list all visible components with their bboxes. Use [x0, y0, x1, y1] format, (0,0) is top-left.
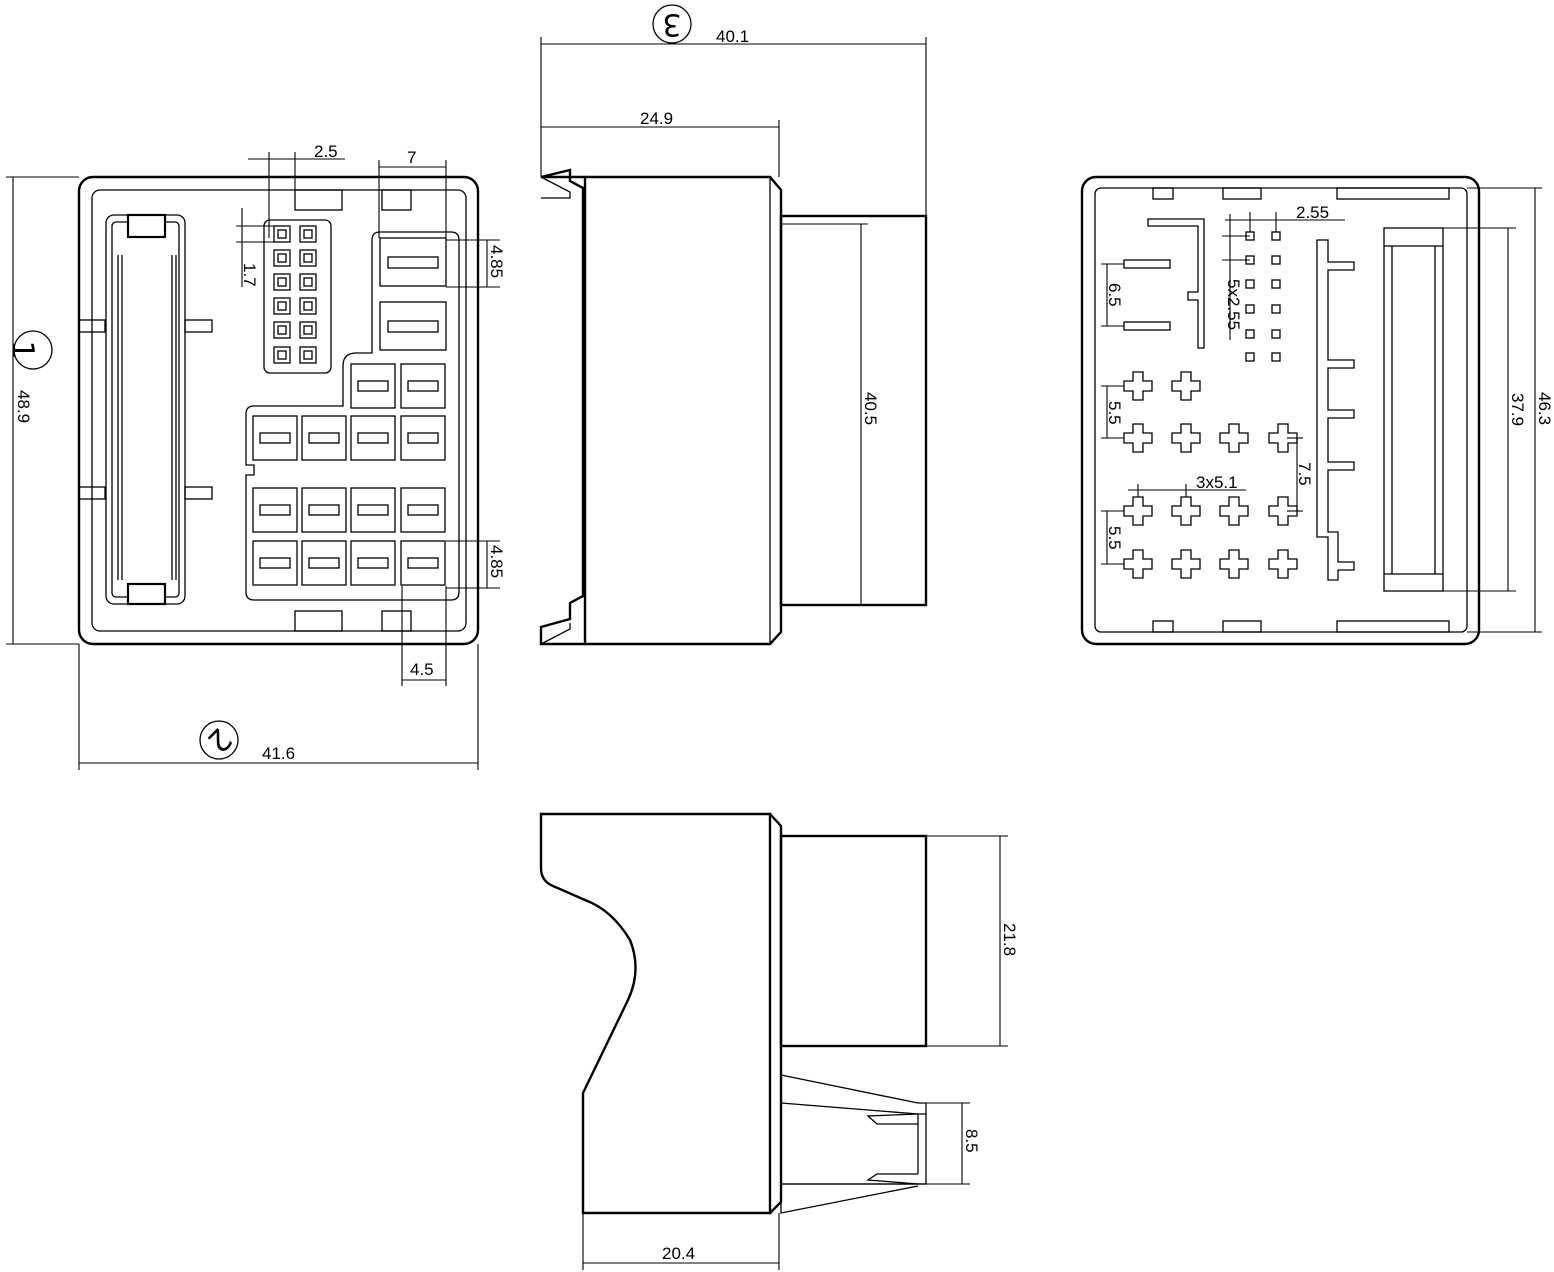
dim-21-8: 21.8 [1000, 923, 1019, 956]
dim-7-5: 7.5 [1295, 462, 1314, 486]
bottom-view: 21.8 8.5 20.4 [539, 812, 1019, 1270]
dim-5x2-55: 5x2.55 [1224, 279, 1243, 330]
view-marker-1: 1 [5, 340, 40, 359]
dim-1-7: 1.7 [240, 263, 259, 287]
dim-5-5-top: 5.5 [1105, 401, 1124, 425]
dim-46-3: 46.3 [1535, 392, 1554, 425]
dim-2-55: 2.55 [1296, 203, 1329, 222]
dim-8-5: 8.5 [962, 1129, 981, 1153]
dim-40-5: 40.5 [861, 392, 880, 425]
dim-7: 7 [407, 148, 416, 167]
front-view: 2.5 7 1.7 4.85 48.9 4.85 4.5 41.6 1 2 [5, 142, 506, 770]
dim-4-85-bottom: 4.85 [487, 545, 506, 578]
dim-2-5: 2.5 [314, 142, 338, 161]
dim-5-5-bottom: 5.5 [1105, 526, 1124, 550]
dim-3x5-1: 3x5.1 [1196, 473, 1238, 492]
view-marker-3: 3 [662, 7, 681, 42]
dim-41-6: 41.6 [262, 744, 295, 763]
side-view: 3 40.1 24.9 40.5 [539, 4, 928, 646]
dim-37-9: 37.9 [1508, 393, 1527, 426]
dim-48-9: 48.9 [14, 390, 33, 423]
dim-40-1: 40.1 [716, 27, 749, 46]
rear-view: 2.55 5x2.55 6.5 5.5 7.5 3x5.1 5.5 37.9 4… [1080, 175, 1554, 646]
dim-4-85-top: 4.85 [487, 245, 506, 278]
dim-20-4: 20.4 [662, 1244, 695, 1263]
dim-4-5: 4.5 [410, 660, 434, 679]
dim-6-5: 6.5 [1105, 283, 1124, 307]
dim-24-9: 24.9 [640, 109, 673, 128]
